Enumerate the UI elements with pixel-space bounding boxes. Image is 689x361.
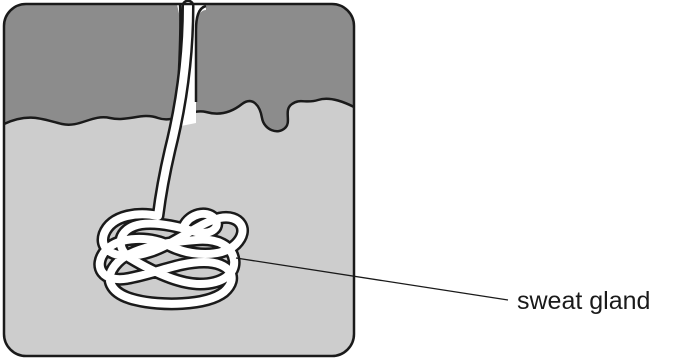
sweat-gland-label: sweat gland [517, 287, 650, 315]
